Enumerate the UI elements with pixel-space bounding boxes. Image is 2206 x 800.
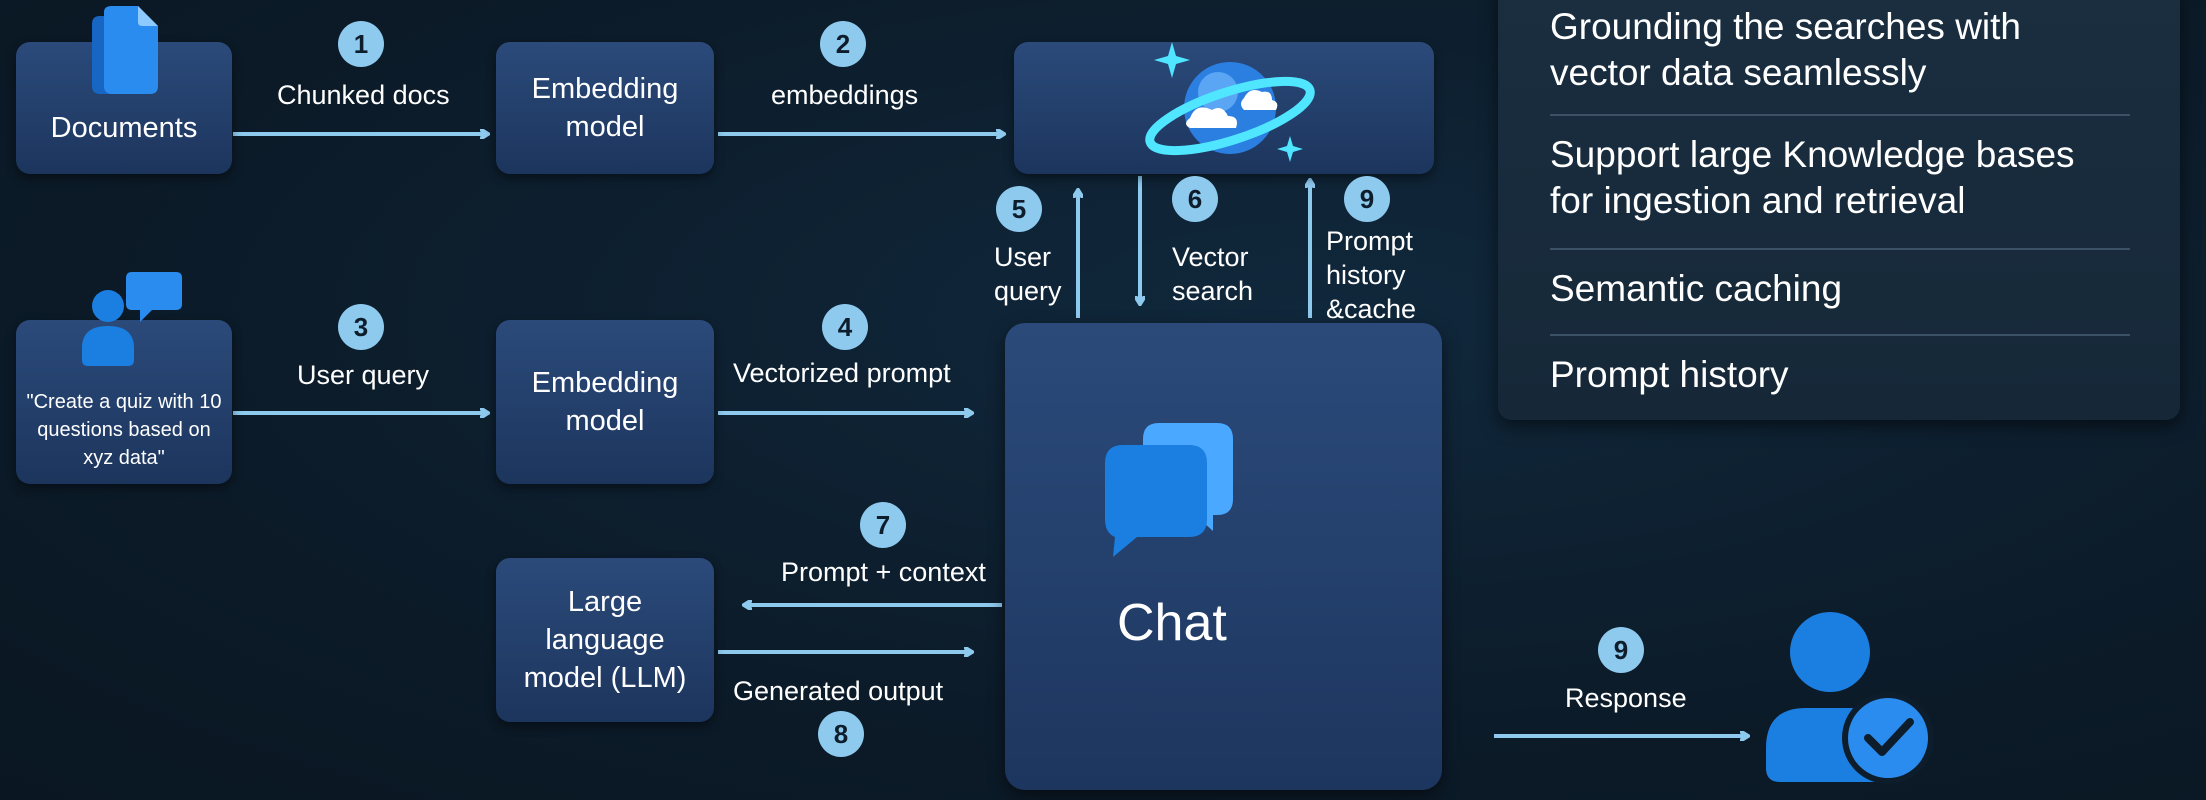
llm-box: Large language model (LLM): [496, 558, 714, 722]
embedding-model-mid: Embedding model: [496, 320, 714, 484]
step-label-5: User query: [994, 242, 1062, 306]
step-label-4: Vectorized prompt: [733, 358, 951, 388]
step-badge-6: 6: [1172, 176, 1218, 222]
step-badge-3: 3: [338, 304, 384, 350]
user-checkmark-icon: [1762, 610, 1942, 790]
embedding-mid-label: Embedding model: [531, 367, 679, 437]
step-label-8: Generated output: [733, 676, 944, 706]
documents-icon: [86, 6, 166, 100]
step-badge-9-bottom: 9: [1598, 627, 1644, 673]
step-badge-5: 5: [996, 186, 1042, 232]
user-chat-icon: [78, 268, 186, 368]
step-badge-7: 7: [860, 502, 906, 548]
step-label-2: embeddings: [771, 80, 919, 110]
cosmos-db-planet-icon: [1140, 36, 1320, 176]
feature-item-4: Prompt history: [1550, 354, 1789, 395]
features-panel: Grounding the searches with vector data …: [1498, 0, 2180, 420]
step-badge-4: 4: [822, 304, 868, 350]
step-label-9-top: Prompt history &cache: [1326, 226, 1417, 324]
step-badge-8: 8: [818, 711, 864, 757]
query-text: "Create a quiz with 10 questions based o…: [26, 391, 222, 469]
feature-item-2: Support large Knowledge bases for ingest…: [1550, 134, 2075, 221]
step-label-6: Vector search: [1172, 242, 1254, 306]
feature-item-1: Grounding the searches with vector data …: [1550, 6, 2021, 93]
chat-bubbles-icon: [1097, 419, 1247, 559]
feature-divider-1: [1550, 114, 2130, 116]
step-label-3: User query: [297, 360, 430, 390]
chat-title: Chat: [1117, 594, 1227, 652]
step-label-1: Chunked docs: [277, 80, 450, 110]
feature-divider-2: [1550, 248, 2130, 250]
step-badge-1: 1: [338, 21, 384, 67]
feature-divider-3: [1550, 334, 2130, 336]
step-badge-2: 2: [820, 21, 866, 67]
llm-label: Large language model (LLM): [523, 586, 687, 694]
embedding-top-label: Embedding model: [531, 73, 679, 143]
feature-item-3: Semantic caching: [1550, 268, 1843, 309]
step-label-7: Prompt + context: [781, 557, 986, 587]
chat-box: Chat: [1005, 323, 1442, 790]
embedding-model-top: Embedding model: [496, 42, 714, 174]
documents-label: Documents: [50, 112, 198, 144]
step-badge-9-top: 9: [1344, 176, 1390, 222]
step-label-9-bottom: Response: [1565, 683, 1687, 713]
